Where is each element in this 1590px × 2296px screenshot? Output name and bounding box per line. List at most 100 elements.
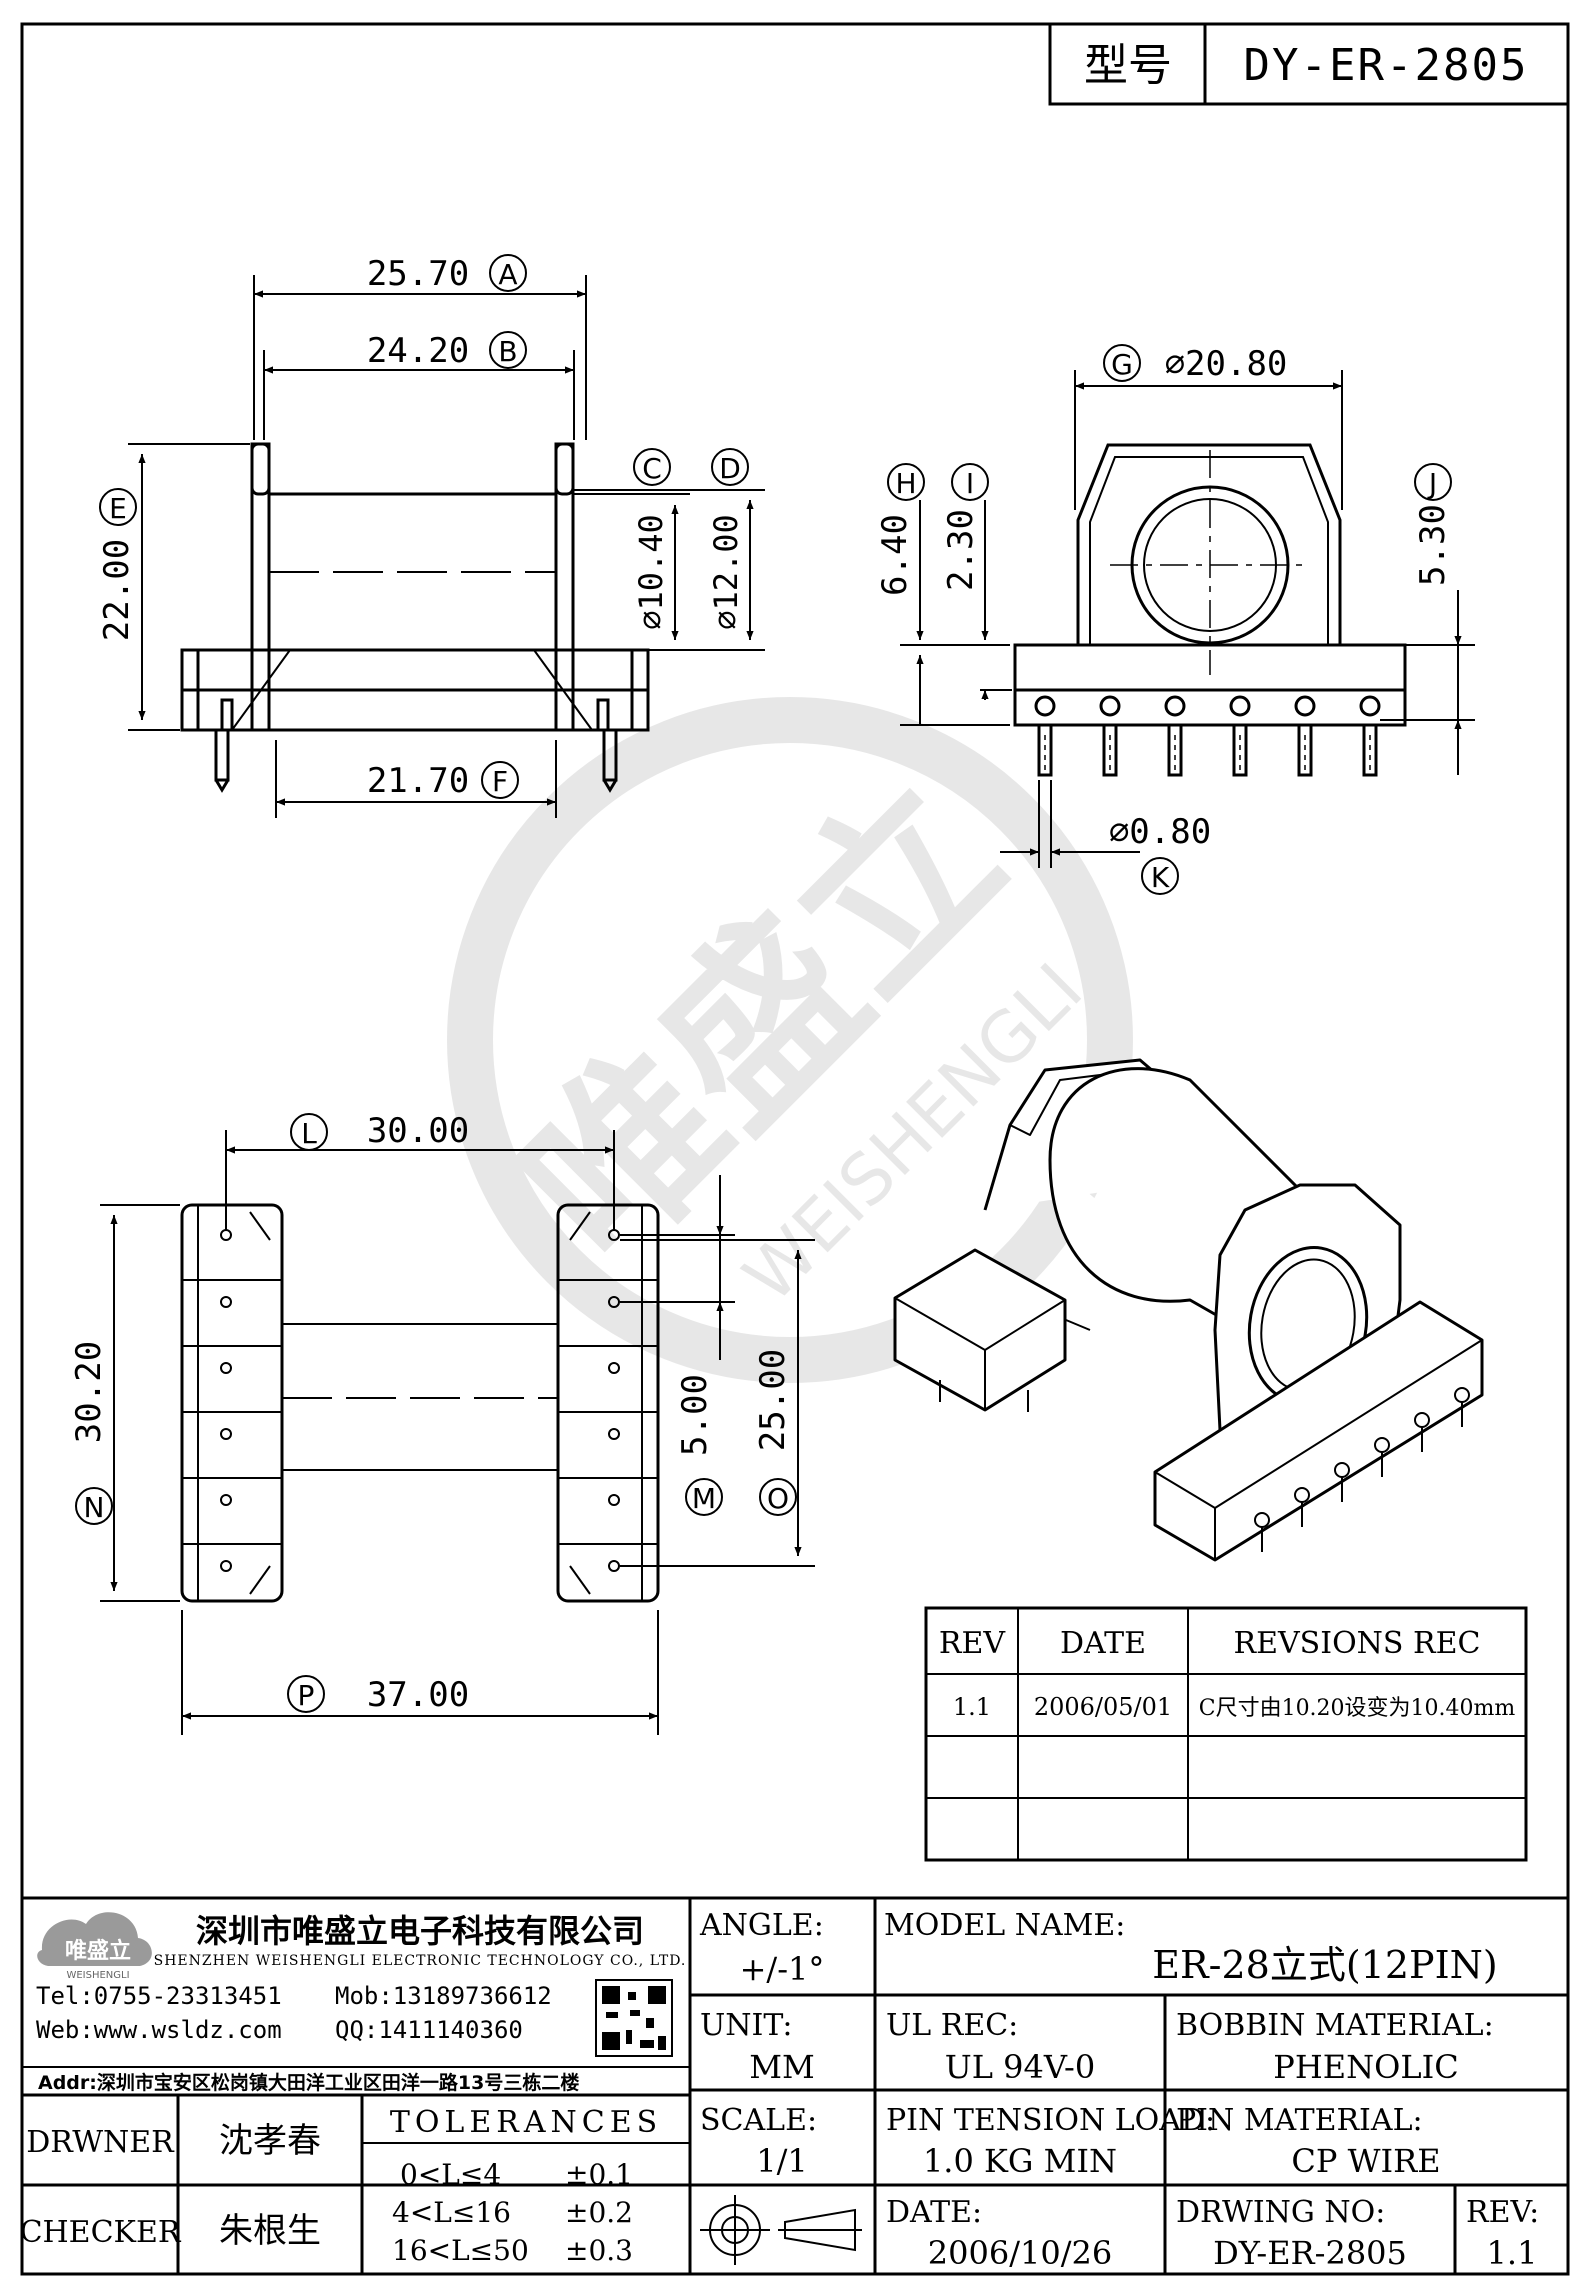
tag-D: D [719, 452, 741, 485]
tag-F-circle [481, 761, 519, 799]
tag-E-circle [99, 488, 137, 526]
tag-M-circle [685, 1478, 723, 1516]
drawing-no-label: DRWING NO: [1176, 2195, 1385, 2230]
tag-B-circle [489, 331, 527, 369]
rev-row-1-date: 2006/05/01 [1034, 1693, 1172, 1721]
dim-F-value: 21.70 [367, 761, 469, 801]
rev-header-rev: REV [939, 1626, 1006, 1661]
dim-J-value: 5.30 [1413, 504, 1453, 586]
drawer-value: 沈孝春 [219, 2121, 321, 2161]
revision-table: REV DATE REVSIONS REC 1.1 2006/05/01 C尺寸… [924, 1606, 1528, 1862]
tag-M: M [692, 1482, 716, 1515]
side-dim-H: 6.40 H [875, 463, 1010, 726]
title-block-fields: ANGLE: +/-1° MODEL NAME: ER-28立式(12PIN) … [20, 1908, 1540, 2272]
dim-E-value: 22.00 [97, 539, 137, 641]
dim-C-value: ⌀10.40 [632, 514, 670, 630]
front-dim-C: ⌀10.40 C [573, 448, 690, 651]
bobbin-material-label: BOBBIN MATERIAL: [1176, 2008, 1494, 2043]
company-logo: 唯盛立 WEISHENGLI [37, 1912, 152, 1981]
ul-rec-label: UL REC: [886, 2008, 1018, 2043]
company-mob: Mob:13189736612 [335, 1982, 552, 2010]
dim-M-value: 5.00 [675, 1374, 715, 1456]
dim-N-value: 30.20 [69, 1341, 109, 1443]
side-dim-G: G ⌀20.80 [1074, 344, 1343, 510]
angle-label: ANGLE: [699, 1908, 824, 1943]
dim-L-value: 30.00 [367, 1111, 469, 1151]
tag-P-circle [287, 1675, 325, 1713]
tol-3-value: ±0.3 [565, 2234, 633, 2267]
tag-H-circle [887, 463, 925, 501]
company-qq: QQ:1411140360 [335, 2016, 523, 2044]
tol-2-range: 4<L≤16 [392, 2196, 511, 2229]
isometric-view [893, 1058, 1484, 1562]
company-info: 唯盛立 WEISHENGLI 深圳市唯盛立电子科技有限公司 SHENZHEN W… [36, 1912, 687, 2094]
company-tel: Tel:0755-23313451 [36, 1982, 282, 2010]
dim-I-value: 2.30 [941, 509, 981, 591]
model-name-label: MODEL NAME: [884, 1908, 1125, 1943]
bobbin-material-value: PHENOLIC [1273, 2048, 1458, 2086]
dim-O-value: 25.00 [753, 1349, 793, 1451]
header-model-label: 型号 [1084, 40, 1172, 91]
tag-N: N [84, 1491, 105, 1524]
scale-label: SCALE: [700, 2103, 817, 2138]
drawer-label: DRWNER [26, 2125, 175, 2160]
tag-J: J [1427, 467, 1437, 500]
side-dim-J: 5.30 J [1345, 463, 1475, 775]
company-name-cn: 深圳市唯盛立电子科技有限公司 [196, 1912, 644, 1950]
tag-N-circle [75, 1487, 113, 1525]
title-block [20, 1896, 1570, 2276]
tag-D-circle [711, 448, 749, 486]
front-dim-B: 24.20 B [263, 331, 575, 440]
tag-L-circle [290, 1113, 328, 1151]
rev-value: 1.1 [1487, 2234, 1538, 2272]
ul-rec-value: UL 94V-0 [945, 2048, 1095, 2086]
side-dim-I: 2.30 I [941, 463, 1012, 700]
angle-value: +/-1° [740, 1950, 825, 1988]
logo-cn: 唯盛立 [65, 1938, 131, 1964]
tag-B: B [498, 335, 517, 368]
tag-O-circle [759, 1478, 797, 1516]
dim-K-value: ⌀0.80 [1109, 812, 1211, 852]
tag-F: F [492, 765, 508, 798]
front-dim-E: 22.00 E [97, 443, 250, 731]
company-name-en: SHENZHEN WEISHENGLI ELECTRONIC TECHNOLOG… [154, 1953, 687, 1969]
dim-H-value: 6.40 [875, 514, 915, 596]
front-dim-D: ⌀12.00 D [573, 448, 765, 651]
qr-code-icon [595, 1979, 673, 2057]
pin-material-label: PIN MATERIAL: [1176, 2103, 1423, 2138]
tol-1-value: ±0.1 [565, 2158, 633, 2191]
watermark: 唯盛立 WEISHENGLI [447, 697, 1133, 1383]
dim-G-value: ⌀20.80 [1165, 344, 1288, 384]
rev-row-1-rec: C尺寸由10.20设变为10.40mm [1199, 1696, 1516, 1721]
drawing-no-value: DY-ER-2805 [1213, 2234, 1407, 2272]
tol-3-range: 16<L≤50 [392, 2234, 529, 2267]
front-dim-A: 25.70 A [253, 254, 587, 440]
pin-tension-label: PIN TENSION LOAD: [886, 2103, 1215, 2138]
tol-2-value: ±0.2 [565, 2196, 633, 2229]
tag-E: E [109, 492, 127, 525]
tag-J-circle [1414, 463, 1452, 501]
side-view-pins [1034, 695, 1381, 777]
bottom-dim-N: 30.20 N [69, 1204, 180, 1602]
tag-I: I [966, 467, 974, 500]
date-label: DATE: [886, 2195, 982, 2230]
tag-H: H [895, 467, 916, 500]
tag-K-circle [1141, 857, 1179, 895]
side-dim-K: ⌀0.80 K [1000, 780, 1211, 895]
projection-symbol-icon [700, 2195, 862, 2265]
checker-label: CHECKER [20, 2215, 182, 2250]
tag-K: K [1151, 861, 1170, 894]
tag-A: A [498, 258, 517, 291]
model-name-value: ER-28立式(12PIN) [1152, 1943, 1497, 1987]
tag-A-circle [489, 254, 527, 292]
rev-header-rec: REVSIONS REC [1234, 1626, 1481, 1661]
dim-A-value: 25.70 [367, 254, 469, 294]
logo-en: WEISHENGLI [66, 1970, 129, 1981]
tag-O: O [767, 1482, 789, 1515]
tag-I-circle [951, 463, 989, 501]
front-dim-F: 21.70 F [275, 740, 557, 818]
company-addr: Addr:深圳市宝安区松岗镇大田洋工业区田洋一路13号三栋二楼 [38, 2071, 579, 2094]
dim-P-value: 37.00 [367, 1675, 469, 1715]
bottom-view-pins [220, 1211, 620, 1595]
